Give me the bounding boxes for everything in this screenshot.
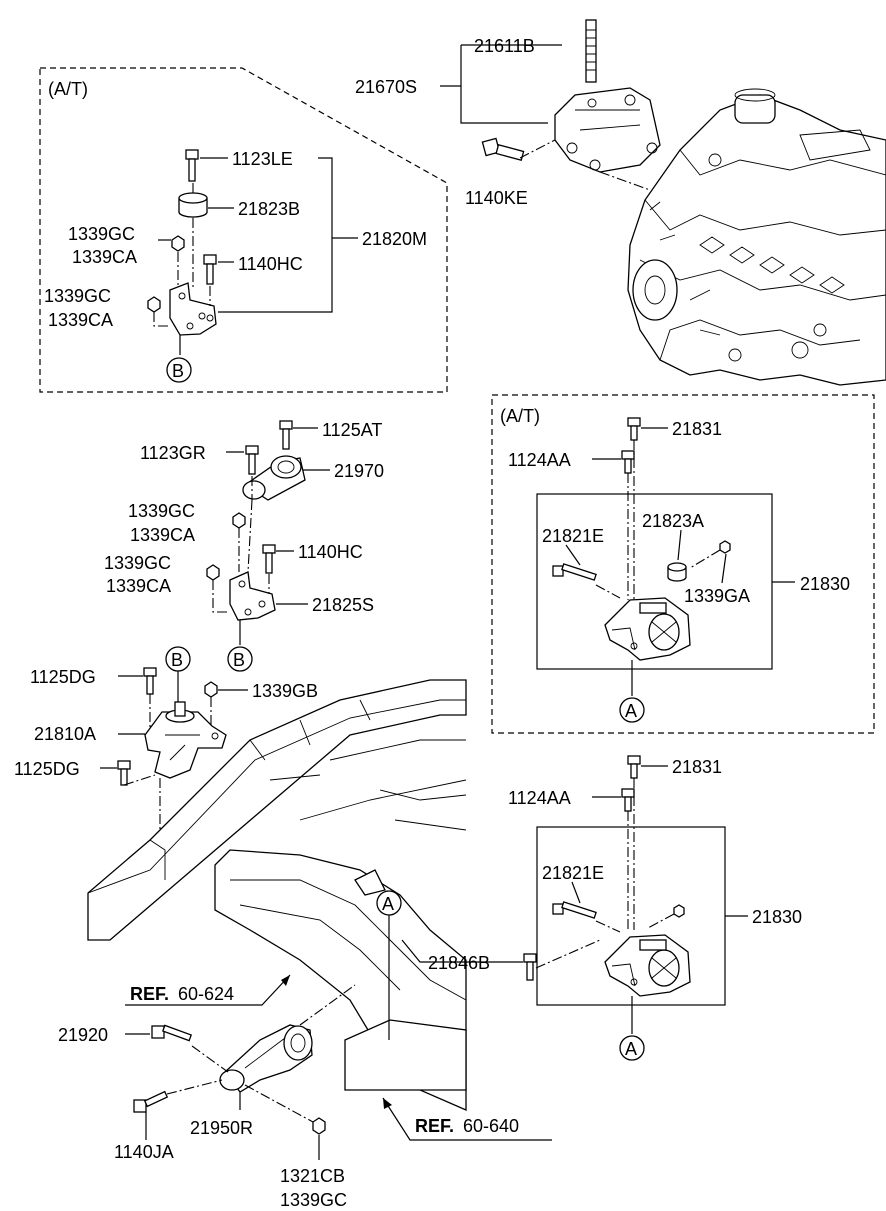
mounting-bracket-icon: [242, 455, 306, 501]
callout-b-2: B: [233, 650, 245, 670]
chassis-frame-icon: [87, 679, 467, 1111]
roll-rod-icon: [219, 1024, 313, 1093]
label-21823a: 21823A: [642, 511, 704, 531]
ref-60-624-prefix: REF.: [130, 984, 169, 1004]
label-1123gr: 1123GR: [140, 443, 206, 463]
nut-icon: [206, 564, 220, 581]
ref-60-640-prefix: REF.: [415, 1116, 454, 1136]
bolt-icon: [621, 788, 635, 812]
bolt-icon: [185, 149, 199, 182]
callout-b-1: B: [172, 361, 184, 381]
nut-icon: [719, 540, 731, 554]
label-21920: 21920: [58, 1025, 108, 1045]
transmission-mount-icon: [604, 597, 691, 661]
bolt-icon: [585, 19, 597, 83]
nut-icon: [312, 1117, 326, 1135]
label-21950r: 21950R: [190, 1118, 253, 1138]
callout-a-circle: [619, 697, 645, 723]
bolt-icon: [627, 417, 641, 441]
label-21846b: 21846B: [428, 953, 490, 973]
label-1124aa-a: 1124AA: [508, 450, 571, 470]
mounting-bracket-icon: [229, 571, 276, 621]
bolt-icon: [262, 544, 276, 574]
label-1339ga: 1339GA: [684, 586, 750, 606]
bolt-icon: [627, 755, 641, 779]
callout-b-circle: [166, 357, 192, 383]
label-1125at: 1125AT: [322, 420, 382, 440]
label-21970: 21970: [334, 461, 384, 481]
label-21821e-b: 21821E: [542, 863, 604, 883]
label-1140ke: 1140KE: [465, 188, 528, 208]
label-21830-a: 21830: [800, 574, 850, 594]
transmission-mount-icon: [604, 934, 691, 997]
callout-a-1: A: [382, 894, 394, 914]
label-1321cb: 1321CB: [280, 1166, 345, 1186]
ref-60-640-number: 60-640: [463, 1116, 519, 1136]
callout-a-circle: [619, 1035, 645, 1061]
label-1124aa-b: 1124AA: [508, 788, 571, 808]
label-1125dg-a: 1125DG: [30, 667, 96, 687]
label-1140hc-b: 1140HC: [298, 542, 363, 562]
engine-mount-icon: [144, 701, 227, 779]
callout-a-3: A: [625, 1039, 637, 1059]
at-upper-frame: [39, 67, 448, 393]
bushing-icon: [667, 562, 687, 582]
nut-icon: [673, 904, 685, 918]
label-1125dg-b: 1125DG: [14, 759, 80, 779]
bolt-icon: [279, 420, 293, 450]
at-right-frame: [491, 394, 875, 734]
bolt-icon: [203, 254, 217, 285]
bolt-icon: [523, 953, 537, 981]
label-1339ca-a: 1339CA: [72, 247, 137, 267]
label-21825s: 21825S: [312, 595, 374, 615]
label-1339gc-c: 1339GC: [128, 501, 195, 521]
label-21830-b: 21830: [752, 907, 802, 927]
nut-icon: [232, 512, 246, 529]
bolt-icon: [151, 1024, 193, 1042]
nut-icon: [147, 296, 161, 313]
bolt-icon: [552, 563, 597, 581]
mounting-bracket-icon: [169, 282, 217, 336]
label-21821e-a: 21821E: [542, 526, 604, 546]
nut-icon: [171, 235, 185, 252]
label-1339ca-c: 1339CA: [130, 525, 195, 545]
at-right-label: (A/T): [500, 406, 540, 426]
label-1339gc-b: 1339GC: [44, 286, 111, 306]
label-1339gb: 1339GB: [252, 681, 318, 701]
nut-icon: [204, 681, 218, 698]
label-1140ja: 1140JA: [114, 1142, 174, 1162]
bolt-icon: [117, 760, 131, 786]
callout-b-circle: [227, 646, 253, 672]
bolt-icon: [143, 667, 157, 695]
bolt-icon: [133, 1090, 169, 1113]
label-1339gc-a: 1339GC: [68, 224, 135, 244]
label-1339ca-d: 1339CA: [106, 576, 171, 596]
label-21810a: 21810A: [34, 724, 96, 744]
at-upper-label: (A/T): [48, 79, 88, 99]
label-1339ca-b: 1339CA: [48, 310, 113, 330]
bushing-icon: [178, 192, 208, 218]
label-1140hc-a: 1140HC: [238, 254, 303, 274]
bolt-icon: [245, 445, 259, 475]
ref-60-624-number: 60-624: [178, 984, 234, 1004]
bolt-icon: [552, 901, 597, 919]
label-21831-a: 21831: [672, 419, 722, 439]
label-21820m: 21820M: [362, 229, 427, 249]
bolt-icon: [621, 450, 635, 474]
mounting-bracket-icon: [554, 87, 661, 173]
bolt-icon: [481, 137, 525, 161]
callout-b-3: B: [171, 650, 183, 670]
label-21831-b: 21831: [672, 757, 722, 777]
label-21823b: 21823B: [238, 199, 300, 219]
callout-a-2: A: [625, 701, 637, 721]
label-21670s: 21670S: [355, 77, 417, 97]
label-1339gc-d: 1339GC: [104, 553, 171, 573]
label-1339gc-e: 1339GC: [280, 1190, 347, 1210]
label-1123le: 1123LE: [232, 149, 293, 169]
label-21611b: 21611B: [474, 36, 535, 56]
engine-block-icon: [627, 88, 886, 386]
